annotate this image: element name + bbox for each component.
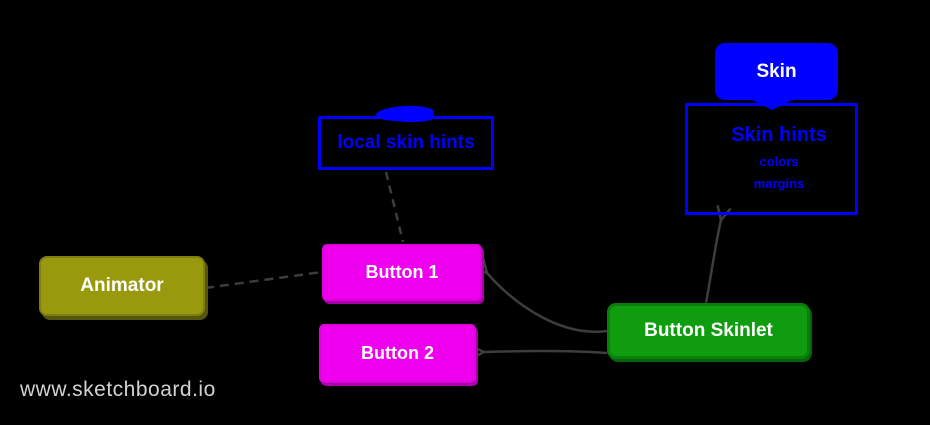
node-button-2[interactable]: Button 2 xyxy=(319,324,476,383)
node-button-1[interactable]: Button 1 xyxy=(322,244,482,301)
edge-animator-button1[interactable] xyxy=(204,270,323,290)
sketchboard-watermark: www.sketchboard.io xyxy=(20,378,216,401)
node-button-skinlet-label: Button Skinlet xyxy=(644,320,773,341)
node-local-skin-hints-label: local skin hints xyxy=(337,132,475,153)
skin-hints-item-colors: colors xyxy=(759,154,799,169)
edge-buttonskinlet-button1[interactable] xyxy=(487,273,608,333)
skin-hints-item-ellipsis: ... xyxy=(773,203,785,218)
node-skin-hints[interactable]: Skin hints colors margins ... xyxy=(685,103,858,218)
node-animator[interactable]: Animator xyxy=(39,256,205,316)
containment-triangle-connector xyxy=(746,97,798,110)
node-skin-label: Skin xyxy=(756,60,797,82)
edge-buttonskinlet-button2[interactable] xyxy=(484,351,608,353)
skin-hints-item-margins: margins xyxy=(753,176,805,191)
node-button-1-label: Button 1 xyxy=(365,262,439,282)
edge-buttonskinlet-skinhints[interactable] xyxy=(704,220,721,304)
edge-localskinhints-button1[interactable] xyxy=(384,171,405,243)
node-animator-label: Animator xyxy=(80,275,164,296)
node-skin[interactable]: Skin xyxy=(715,43,838,100)
node-button-2-label: Button 2 xyxy=(361,343,434,363)
node-local-skin-hints[interactable]: local skin hints xyxy=(318,116,494,170)
node-button-skinlet[interactable]: Button Skinlet xyxy=(607,303,810,359)
skin-hints-title: Skin hints xyxy=(731,124,827,146)
